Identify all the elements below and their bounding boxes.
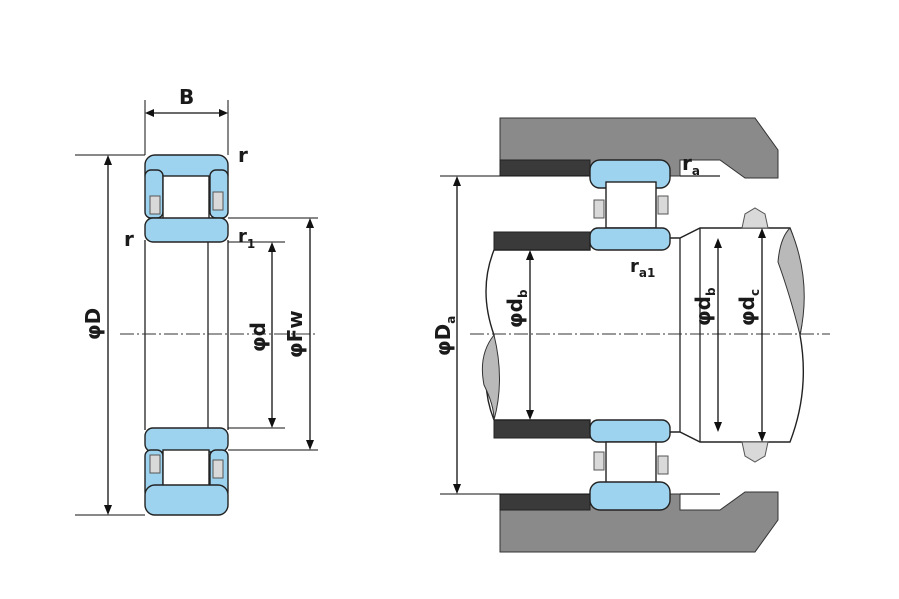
- label-r1: r1: [238, 226, 255, 251]
- right-cage-top-right: [657, 195, 669, 215]
- housing-spacer-bottom: [499, 493, 591, 511]
- right-inner-ring-top: [589, 227, 671, 251]
- dimension-phidb-right: [714, 238, 722, 432]
- right-cage-top-left: [593, 199, 605, 219]
- label-phidb-right: φdb: [691, 287, 718, 326]
- snap-ring-bottom: [741, 441, 769, 463]
- bearing-section-left-view: [144, 154, 229, 516]
- dimension-phiD: [75, 154, 145, 516]
- housing-spacer-top: [499, 159, 591, 177]
- right-outer-ring-bottom: [589, 481, 671, 511]
- mounting-arrangement-right-view: [481, 117, 805, 553]
- right-inner-ring-bottom: [589, 419, 671, 443]
- right-cage-bottom-left: [593, 451, 605, 471]
- shaft-spacer-top: [493, 231, 591, 251]
- dimension-phidc: [758, 228, 766, 442]
- right-cage-bottom-right: [657, 455, 669, 475]
- label-phiD: φD: [81, 308, 105, 340]
- dimension-B: [144, 100, 229, 155]
- shaft-break-left: [481, 333, 500, 421]
- dimension-phid: [228, 241, 285, 429]
- label-ra: ra: [682, 151, 700, 178]
- dimension-phidb-left: [526, 250, 534, 420]
- label-phiFw: φFw: [283, 310, 307, 358]
- label-phidb-left: φdb: [503, 289, 530, 328]
- inner-ring-top: [144, 217, 229, 243]
- label-phid: φd: [246, 322, 270, 352]
- label-phidc: φdc: [735, 289, 762, 326]
- roller-top: [162, 175, 210, 221]
- outer-ring-bottom: [144, 484, 229, 516]
- shaft-break-right: [777, 227, 805, 336]
- cage-top-left: [149, 195, 161, 215]
- label-phiDa: φDa: [431, 316, 458, 356]
- cage-bottom-left: [149, 454, 161, 474]
- shaft: [485, 227, 805, 443]
- snap-ring-top: [741, 207, 769, 229]
- right-roller-bottom: [605, 441, 657, 489]
- cage-top-right: [212, 191, 224, 211]
- label-B: B: [179, 85, 194, 109]
- right-roller-top: [605, 181, 657, 229]
- cage-bottom-right: [212, 459, 224, 479]
- label-ra1: ra1: [630, 256, 655, 280]
- dimension-phiFw: [228, 217, 318, 451]
- inner-ring-bottom: [144, 427, 229, 453]
- shaft-spacer-bottom: [493, 419, 591, 439]
- dimension-phiDa: [440, 175, 590, 495]
- label-r-top: r: [238, 143, 248, 167]
- label-r-left: r: [124, 227, 134, 251]
